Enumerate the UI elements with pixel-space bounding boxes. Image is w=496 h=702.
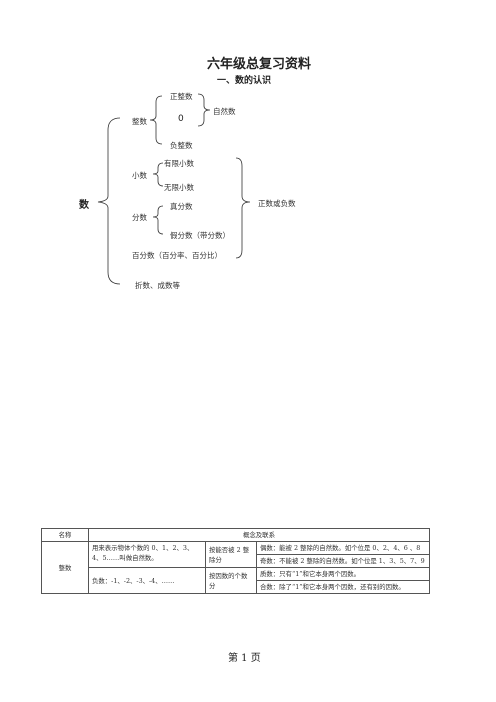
negative-integers-label: 负整数 [170,141,193,150]
percentages-label: 百分数（百分率、百分比） [132,251,222,260]
fractions-label: 分数 [132,213,147,222]
natural-bracket [197,93,211,127]
discounts-label: 折数、成数等 [135,281,180,290]
factor-category: 按因数的个数分 [205,567,257,594]
infinite-decimals-label: 无限小数 [164,183,194,192]
positive-integers-label: 正整数 [170,92,193,101]
prime-definition: 质数：只有“1”和它本身两个因数。 [256,567,430,581]
table-row: 合数：除了“1”和它本身两个因数，还有别的因数。 [42,580,430,594]
even-definition: 偶数：能被 2 整除的自然数。如个位是 0、2、4、6 、8 [256,541,430,555]
header-name: 名称 [41,528,89,542]
page-title: 六年级总复习资料 [207,57,312,72]
composite-definition: 合数：除了“1”和它本身两个因数，还有别的因数。 [256,580,430,594]
decimal-bracket [152,162,164,187]
finite-decimals-label: 有限小数 [164,159,194,168]
row-name: 整数 [41,541,89,594]
natural-numbers-label: 自然数 [213,107,236,116]
integers-label: 整数 [132,117,147,126]
divisibility-category: 按能否被 2 整除分 [205,541,257,568]
concept-table: 名称 概念及联系 整数 用来表示物体个数的 0、1、2、3、4、5……叫做自然数… [41,528,430,594]
proper-fractions-label: 真分数 [170,202,193,211]
integer-bracket [149,95,163,145]
header-concept: 概念及联系 [88,528,430,542]
improper-fractions-label: 假分数（带分数） [170,231,230,240]
table-row: 负数：-1、-2、-3、-4、…… 按因数的个数分 质数：只有“1”和它本身两个… [42,567,430,594]
section-heading: 一、数的认识 [217,76,272,86]
table-header-row: 名称 概念及联系 [41,528,430,542]
page-number: 第 1 页 [228,653,261,664]
negative-definition: 负数：-1、-2、-3、-4、…… [88,567,206,594]
sign-bracket [235,157,251,259]
natural-definition: 用来表示物体个数的 0、1、2、3、4、5……叫做自然数。 [88,541,206,568]
odd-definition: 奇数：不能被 2 整除的自然数。如个位是 1、3、5、7、9 [256,554,430,568]
fraction-bracket [152,205,164,235]
decimals-label: 小数 [132,171,147,180]
classification-tree-brackets [97,93,251,285]
root-label: 数 [79,200,89,211]
positive-or-negative-label: 正数或负数 [258,199,296,208]
zero-label: 0 [178,114,184,124]
root-bracket [97,117,121,285]
table-row: 整数 用来表示物体个数的 0、1、2、3、4、5……叫做自然数。 按能否被 2 … [41,541,430,594]
